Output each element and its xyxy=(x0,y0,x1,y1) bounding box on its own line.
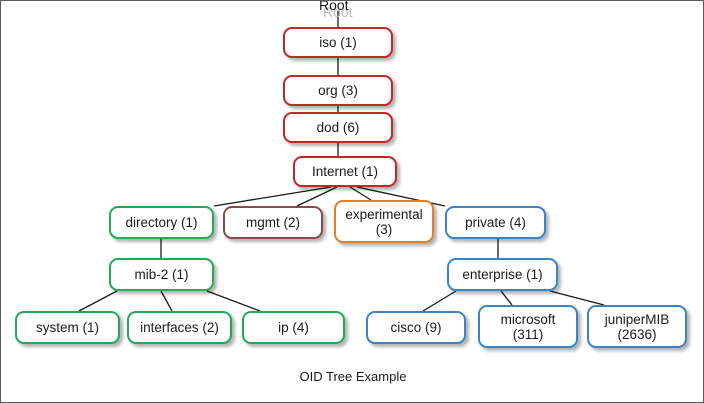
node-org[interactable]: org (3) xyxy=(283,75,393,106)
node-juniper[interactable]: juniperMIB (2636) xyxy=(587,305,687,348)
edge-internet-to-experimental xyxy=(349,186,372,201)
edge-mib2-to-system xyxy=(78,290,118,312)
node-private[interactable]: private (4) xyxy=(445,206,546,239)
edge-enterprise-to-juniper xyxy=(549,290,605,306)
node-enterprise[interactable]: enterprise (1) xyxy=(447,258,558,291)
node-iso[interactable]: iso (1) xyxy=(283,27,393,58)
node-dod[interactable]: dod (6) xyxy=(283,112,393,143)
node-microsoft[interactable]: microsoft (311) xyxy=(478,305,578,348)
node-mgmt[interactable]: mgmt (2) xyxy=(223,206,323,239)
edge-enterprise-to-cisco xyxy=(422,290,457,312)
node-experimental[interactable]: experimental (3) xyxy=(334,200,434,243)
edge-mib2-to-ip xyxy=(206,290,261,312)
node-internet[interactable]: Internet (1) xyxy=(293,156,397,187)
edge-internet-to-directory xyxy=(213,186,332,207)
node-cisco[interactable]: cisco (9) xyxy=(366,311,466,344)
diagram-caption: OID Tree Example xyxy=(299,369,407,384)
edge-enterprise-to-microsoft xyxy=(500,290,513,306)
root-label: Root xyxy=(319,0,349,13)
edge-mib2-to-interfaces xyxy=(160,290,173,312)
node-mib2[interactable]: mib-2 (1) xyxy=(109,258,214,291)
node-directory[interactable]: directory (1) xyxy=(109,206,214,239)
node-system[interactable]: system (1) xyxy=(15,311,120,344)
edge-internet-to-mgmt xyxy=(296,186,338,207)
node-interfaces[interactable]: interfaces (2) xyxy=(127,311,232,344)
node-ip[interactable]: ip (4) xyxy=(242,311,345,344)
